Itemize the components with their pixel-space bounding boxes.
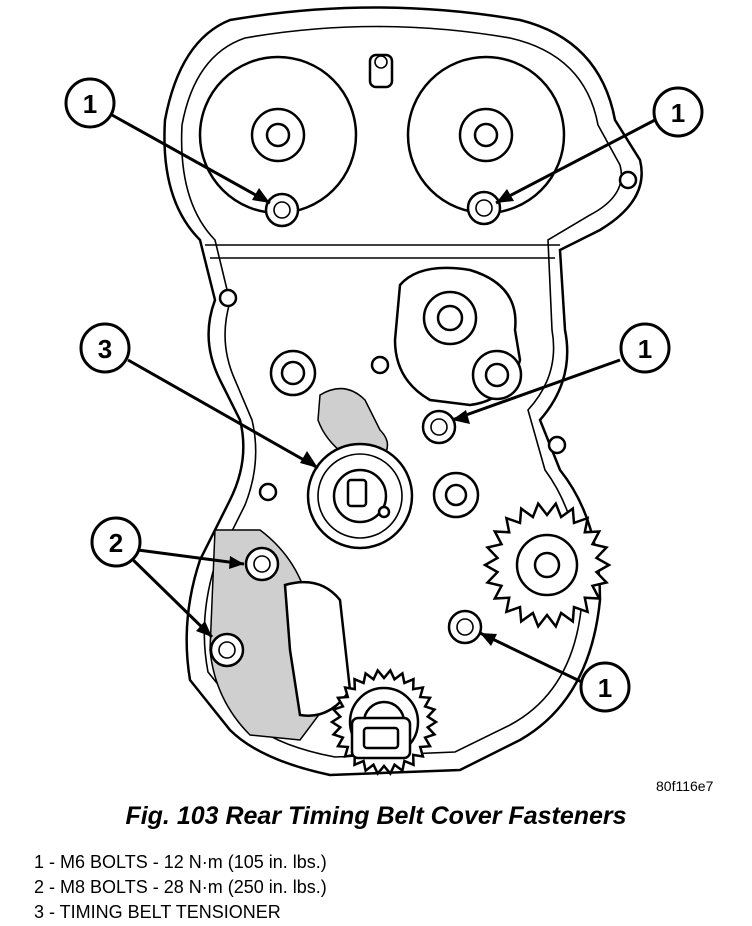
- arrowhead-1b: [496, 189, 514, 203]
- callout-label-1a: 1: [83, 89, 97, 119]
- timing-belt-cover-illustration: 1 1 3 1 2 1: [64, 6, 704, 777]
- callout-circle-1c: [619, 322, 671, 374]
- callout-circle-1a: [64, 77, 116, 129]
- cam-bolt-left: [264, 192, 300, 228]
- tensioner-pulley-rim: [317, 453, 403, 539]
- figure-reference-code: 80f116e7: [656, 778, 714, 794]
- callout-circle-2: [90, 516, 142, 568]
- lower-right-bolt-head: [456, 618, 474, 636]
- arrowhead-2a: [229, 556, 244, 569]
- right-cam-bore: [473, 122, 499, 148]
- lower-center-bore: [444, 483, 468, 507]
- lower-right-bolt: [447, 609, 483, 645]
- crank-bolt-head: [362, 726, 400, 750]
- left-stud: [280, 360, 306, 386]
- leader-1c: [451, 358, 621, 422]
- arrowhead-2b: [196, 621, 212, 637]
- edge-boss-right-mid: [547, 435, 567, 455]
- edge-boss-right: [618, 170, 638, 190]
- legend: 1 - M6 BOLTS - 12 N·m (105 in. lbs.) 2 -…: [34, 850, 327, 925]
- callout-label-2: 2: [109, 528, 123, 558]
- leader-2a: [137, 548, 245, 566]
- cam-bolt-right-head: [475, 199, 493, 217]
- leader-1a: [111, 113, 271, 205]
- callout-label-1b: 1: [671, 98, 685, 128]
- arrowhead-3: [300, 451, 318, 468]
- left-cam-bore: [265, 122, 291, 148]
- arrowhead-1c: [452, 410, 470, 424]
- edge-boss-left-low: [258, 482, 278, 502]
- arrowhead-1d: [480, 633, 497, 646]
- cam-bolt-left-head: [273, 201, 291, 219]
- legend-item: 2 - M8 BOLTS - 28 N·m (250 in. lbs.): [34, 877, 327, 897]
- top-stud-head: [374, 55, 388, 69]
- m8-bolt-upper-head: [253, 555, 271, 573]
- callout-circle-1d: [579, 661, 631, 713]
- legend-item: 3 - TIMING BELT TENSIONER: [34, 902, 281, 922]
- top-stud: [368, 53, 394, 89]
- m8-bolt-lower-head: [218, 641, 236, 659]
- edge-boss-left: [218, 288, 238, 308]
- arrowhead-1a: [252, 188, 270, 203]
- center-bolt-head: [430, 418, 448, 436]
- oil-pump-sprocket: [482, 501, 612, 629]
- small-hole: [370, 355, 390, 375]
- figure-caption: Fig. 103 Rear Timing Belt Cover Fastener…: [125, 802, 627, 830]
- callout-circle-3: [79, 322, 131, 374]
- cam-plate: [205, 244, 560, 259]
- center-bolt: [421, 409, 457, 445]
- leader-1d: [479, 631, 589, 687]
- leader-2b: [126, 553, 214, 639]
- callout-label-3: 3: [98, 334, 112, 364]
- callout-label-1d: 1: [598, 673, 612, 703]
- callout-label-1c: 1: [638, 334, 652, 364]
- legend-item: 1 - M6 BOLTS - 12 N·m (105 in. lbs.): [34, 852, 327, 872]
- tensioner-pin: [377, 505, 391, 519]
- leader-1b: [495, 118, 656, 205]
- leader-3: [127, 358, 319, 470]
- cam-bolt-right: [466, 190, 502, 226]
- tensioner-hex: [346, 478, 368, 508]
- callout-circle-1b: [652, 86, 704, 138]
- m8-bolt-lower: [209, 632, 245, 668]
- idler-bore: [436, 304, 464, 332]
- tensioner-arm: [317, 387, 389, 461]
- right-mount-stud: [484, 362, 510, 388]
- m8-bolt-upper: [244, 546, 280, 582]
